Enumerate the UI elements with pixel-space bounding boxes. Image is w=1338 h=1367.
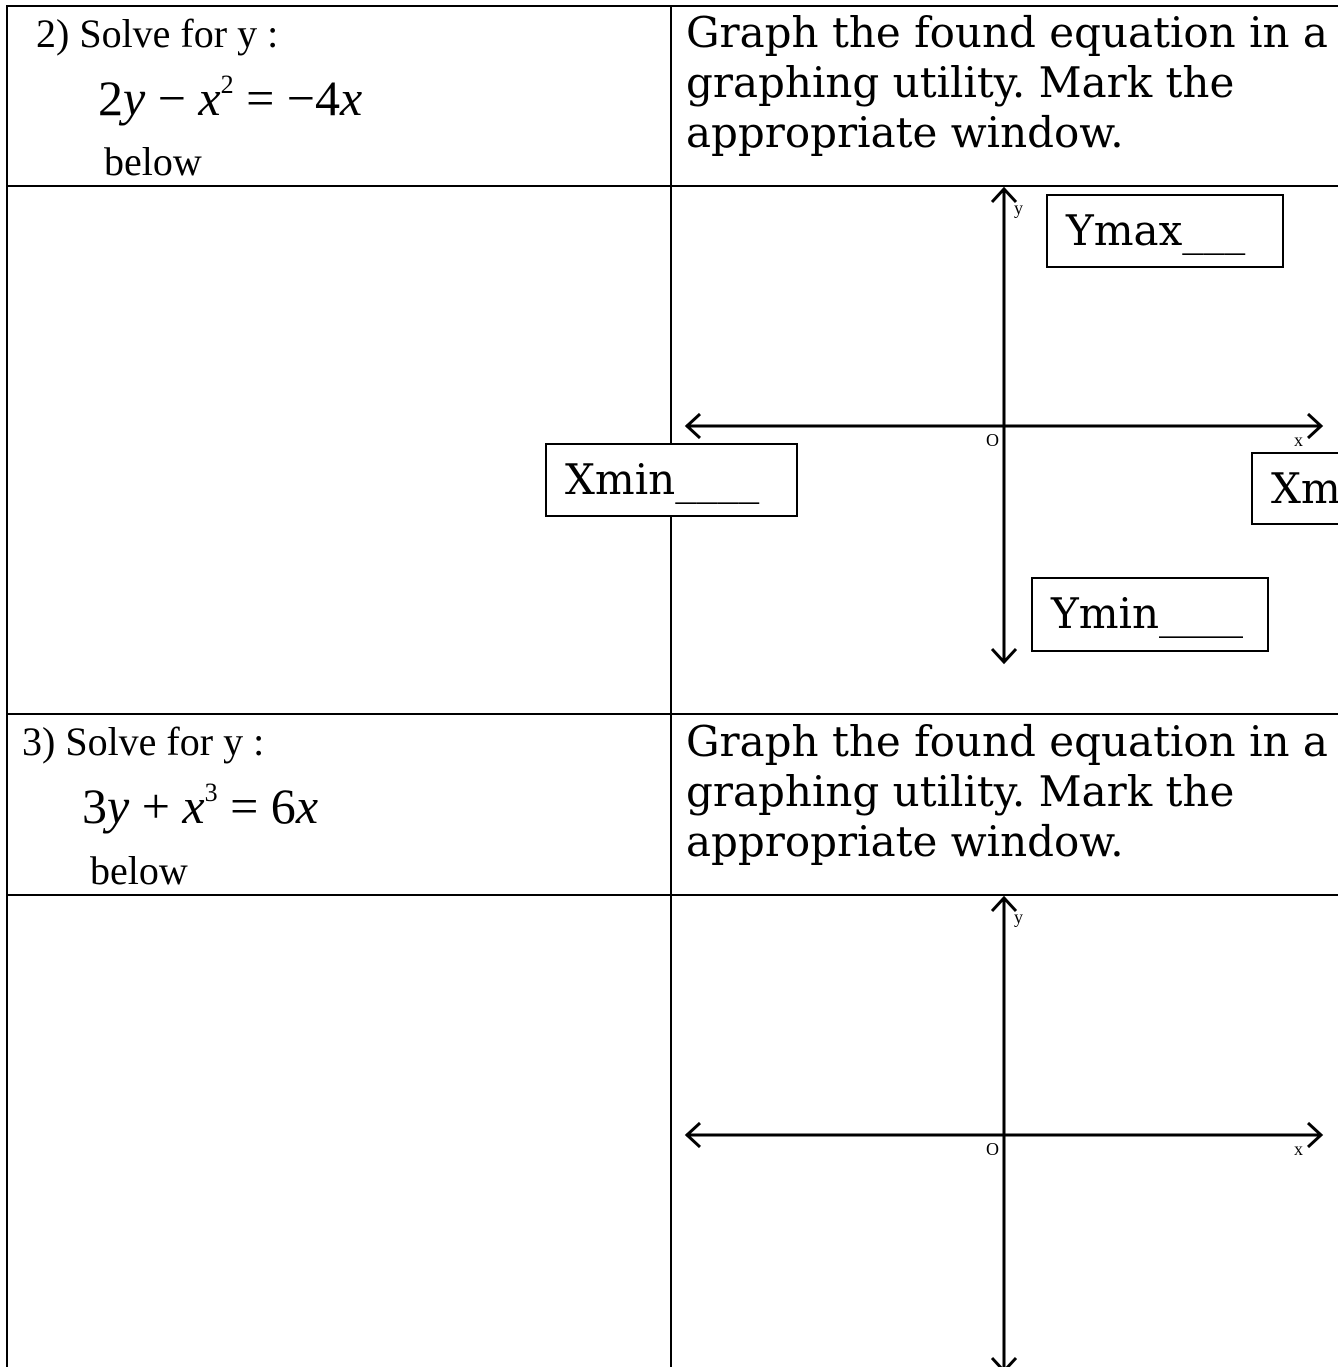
ymax-input-box[interactable]: Ymax___ bbox=[1046, 194, 1284, 268]
problem-2-number: 2) Solve for y : bbox=[36, 11, 279, 56]
instruction-line: Graph the found equation in a bbox=[686, 717, 1328, 766]
xmax-input-box[interactable]: Xmax____ bbox=[1251, 452, 1338, 525]
problem-3-number: 3) Solve for y : bbox=[22, 719, 265, 764]
eq-exponent: 3 bbox=[204, 778, 218, 807]
eq-rhs: = −4 bbox=[233, 70, 341, 126]
table-row-divider-2 bbox=[6, 713, 1338, 715]
problem-2-instructions: Graph the found equation in a graphing u… bbox=[686, 8, 1328, 158]
table-border-left bbox=[6, 5, 8, 1367]
eq-coef: 2 bbox=[98, 70, 123, 126]
eq-var: x bbox=[198, 70, 221, 126]
eq-var: y bbox=[107, 778, 130, 834]
eq-rhs: = 6 bbox=[217, 778, 296, 834]
instruction-line: graphing utility. Mark the bbox=[686, 58, 1235, 107]
instruction-line: appropriate window. bbox=[686, 108, 1124, 157]
instruction-line: Graph the found equation in a bbox=[686, 8, 1328, 57]
table-row-divider-3 bbox=[6, 894, 1338, 896]
x-axis-label: x bbox=[1294, 430, 1303, 450]
eq-var: x bbox=[295, 778, 319, 834]
eq-coef: 3 bbox=[82, 778, 107, 834]
origin-label: O bbox=[986, 430, 999, 450]
eq-var: y bbox=[123, 70, 146, 126]
eq-op: + bbox=[129, 778, 183, 834]
x-axis-label: x bbox=[1294, 1139, 1303, 1159]
origin-label: O bbox=[986, 1139, 999, 1159]
problem-3-below-label: below bbox=[90, 848, 188, 893]
problem-3-equation: 3y + x3 = 6x bbox=[82, 778, 318, 834]
y-axis-label: y bbox=[1014, 198, 1023, 218]
table-border-top bbox=[6, 5, 1338, 7]
instruction-line: appropriate window. bbox=[686, 817, 1124, 866]
eq-var: x bbox=[182, 778, 205, 834]
problem-3-instructions: Graph the found equation in a graphing u… bbox=[686, 717, 1328, 867]
table-row-divider-1 bbox=[6, 185, 1338, 187]
xmin-input-box[interactable]: Xmin____ bbox=[545, 443, 798, 517]
table-column-divider bbox=[670, 5, 672, 1367]
eq-op: − bbox=[145, 70, 199, 126]
eq-exponent: 2 bbox=[220, 70, 234, 99]
ymin-input-box[interactable]: Ymin____ bbox=[1031, 577, 1269, 652]
y-axis-label: y bbox=[1014, 907, 1023, 927]
problem-2-equation: 2y − x2 = −4x bbox=[98, 70, 362, 126]
instruction-line: graphing utility. Mark the bbox=[686, 767, 1235, 816]
problem-2-below-label: below bbox=[104, 139, 202, 184]
eq-var: x bbox=[340, 70, 363, 126]
